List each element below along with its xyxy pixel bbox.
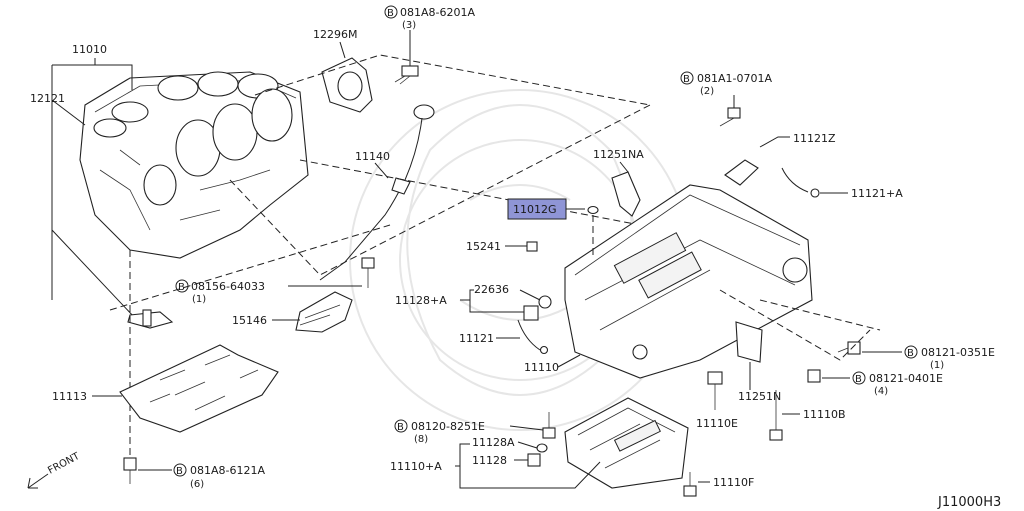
part-11140-oil-dipstick[interactable] bbox=[319, 104, 435, 281]
label-11121: 11121 bbox=[459, 332, 494, 345]
label-081a1-0701a: 081A1-0701A bbox=[697, 72, 772, 85]
label-11140: 11140 bbox=[355, 150, 390, 163]
label-22636: 22636 bbox=[474, 283, 509, 296]
bolt-11110f[interactable] bbox=[683, 472, 697, 497]
part-11128a-plug[interactable] bbox=[523, 305, 539, 321]
label-08121-0351e: 08121-0351E bbox=[921, 346, 995, 359]
part-11121[interactable] bbox=[517, 319, 549, 355]
qty-08121-0351e: (1) bbox=[930, 360, 944, 371]
bolt-08120-8251e[interactable] bbox=[542, 412, 556, 439]
label-08156-64033: 08156-64033 bbox=[191, 280, 265, 293]
bolt-11110b[interactable] bbox=[769, 390, 783, 441]
label-11128a: 11128A bbox=[472, 436, 515, 449]
qty-081a1-0701a: (2) bbox=[700, 86, 714, 97]
label-11121z: 11121Z bbox=[793, 132, 836, 145]
label-15146: 15146 bbox=[232, 314, 267, 327]
part-15146-bracket[interactable] bbox=[295, 291, 353, 333]
diagram-code: J11000H3 bbox=[937, 495, 1001, 510]
label-11110f: 11110F bbox=[713, 476, 754, 489]
qty-08121-0401e: (4) bbox=[874, 386, 888, 397]
bolt-symbol-3: B bbox=[176, 466, 183, 477]
bolt-symbol-6: B bbox=[855, 374, 862, 385]
part-11113-baffle-plate[interactable] bbox=[119, 344, 279, 433]
label-11113: 11113 bbox=[52, 390, 87, 403]
front-label: FRONT bbox=[46, 450, 82, 476]
bolt-symbol-7: B bbox=[397, 422, 404, 433]
qty-08120-8251e: (8) bbox=[414, 434, 428, 445]
label-11010: 11010 bbox=[72, 43, 107, 56]
bolt-081a1-0701a[interactable] bbox=[719, 107, 741, 127]
bolt-symbol-1: B bbox=[387, 8, 394, 19]
part-11121-a[interactable] bbox=[781, 167, 820, 198]
bolt-081a8-6201a[interactable] bbox=[394, 65, 419, 85]
label-081a8-6201a: 081A8-6201A bbox=[400, 6, 475, 19]
label-08121-0401e: 08121-0401E bbox=[869, 372, 943, 385]
oil-pan-upper[interactable] bbox=[564, 184, 813, 379]
part-22636[interactable] bbox=[538, 295, 552, 309]
part-11251n[interactable] bbox=[735, 321, 763, 363]
part-11121z[interactable] bbox=[724, 159, 759, 186]
part-12121[interactable] bbox=[51, 229, 174, 329]
label-081a8-6121a: 081A8-6121A bbox=[190, 464, 265, 477]
qty-081a8-6121a: (6) bbox=[190, 479, 204, 490]
qty-08156-64033: (1) bbox=[192, 294, 206, 305]
bolt-08121-0351e[interactable] bbox=[837, 341, 861, 355]
oil-pan-lower[interactable] bbox=[564, 397, 689, 489]
label-11128: 11128 bbox=[472, 454, 507, 467]
cylinder-block[interactable] bbox=[79, 71, 309, 259]
bolt-08121-0401e[interactable] bbox=[807, 369, 821, 383]
bolt-11110e[interactable] bbox=[707, 371, 723, 410]
bolt-symbol-4: B bbox=[683, 74, 690, 85]
label-12296m: 12296M bbox=[313, 28, 357, 41]
part-11128-plug[interactable] bbox=[527, 453, 541, 467]
label-11251n: 11251N bbox=[738, 390, 781, 403]
label-11012g: 11012G bbox=[513, 203, 557, 216]
label-08120-8251e: 08120-8251E bbox=[411, 420, 485, 433]
bolt-symbol-5: B bbox=[907, 348, 914, 359]
bolt-symbol-2: B bbox=[178, 282, 185, 293]
label-11110: 11110 bbox=[524, 361, 559, 374]
label-11110-a: 11110+A bbox=[390, 460, 442, 473]
label-11251na: 11251NA bbox=[593, 148, 644, 161]
bolt-081a8-6121a[interactable] bbox=[123, 457, 137, 484]
label-11110b: 11110B bbox=[803, 408, 846, 421]
label-11128-a-group: 11128+A bbox=[395, 294, 447, 307]
label-12121: 12121 bbox=[30, 92, 65, 105]
part-11012g-highlight[interactable]: 11012G bbox=[507, 198, 567, 220]
bolt-08156-64033[interactable] bbox=[361, 257, 375, 288]
part-11012g-washer[interactable] bbox=[587, 205, 599, 215]
part-11128a-washer[interactable] bbox=[536, 443, 548, 453]
label-15241: 15241 bbox=[466, 240, 501, 253]
front-arrow: FRONT bbox=[27, 450, 82, 489]
part-11251na[interactable] bbox=[611, 171, 641, 217]
qty-081a8-6201a: (3) bbox=[402, 20, 416, 31]
label-11121-a: 11121+A bbox=[851, 187, 903, 200]
label-11110e: 11110E bbox=[696, 417, 738, 430]
part-15241[interactable] bbox=[526, 241, 538, 252]
part-12296m[interactable] bbox=[321, 57, 373, 113]
